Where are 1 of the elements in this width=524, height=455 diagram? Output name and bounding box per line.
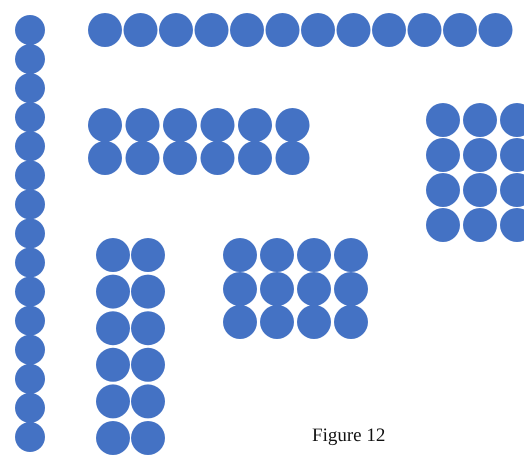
figure-caption: Figure 12 xyxy=(312,425,386,447)
